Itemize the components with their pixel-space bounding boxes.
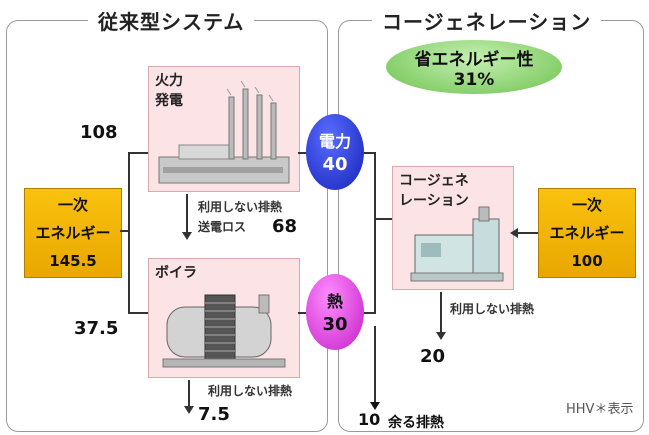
plant-loss-label-2: 送電ロス	[198, 220, 247, 234]
plant-loss-value: 68	[272, 216, 298, 237]
to-plant-connector	[128, 152, 148, 154]
heat-value: 30	[322, 314, 348, 335]
surplus-heat-label: 余る排熱	[388, 415, 444, 431]
power-output-circle: 電力 40	[306, 114, 364, 190]
surplus-heat-arrowhead	[370, 402, 380, 410]
surplus-heat-arrow	[374, 326, 376, 406]
thermal-plant-label-1: 火力	[155, 73, 183, 89]
boiler-loss-label: 利用しない排熱	[208, 384, 293, 398]
boiler-loss-arrow	[188, 380, 190, 410]
cogeneration-title: コージェネレーション	[372, 6, 602, 35]
thermal-power-plant-box: 火力 発電	[148, 66, 300, 192]
cogen-loss-label: 利用しない排熱	[450, 302, 535, 316]
power-value: 40	[322, 154, 348, 175]
cogen-loss-arrow	[440, 292, 442, 334]
cogen-loss-arrowhead	[436, 332, 446, 340]
cogeneration-icon	[410, 206, 504, 282]
boiler-loss-value: 7.5	[198, 404, 230, 425]
surplus-heat-value: 10	[358, 410, 381, 429]
power-plant-icon	[158, 80, 290, 184]
right-primary-energy-value: 100	[571, 252, 603, 270]
cogen-to-power-line	[364, 152, 376, 154]
right-input-arrowhead	[510, 228, 518, 238]
to-boiler-connector	[128, 312, 148, 314]
hhv-footnote: HHV＊表示	[566, 402, 634, 417]
boiler-box: ボイラ	[148, 258, 300, 378]
right-primary-energy-line2: エネルギー	[549, 224, 625, 242]
heat-label: 熱	[326, 292, 343, 311]
left-branch-vertical	[128, 152, 130, 314]
input-to-boiler-value: 37.5	[74, 318, 119, 339]
thermal-plant-label-2: 発電	[155, 93, 183, 109]
left-primary-energy-box: 一次 エネルギー 145.5	[24, 188, 122, 278]
cogen-label-2: レーション	[399, 193, 469, 209]
cogen-label-1: コージェネ	[399, 173, 469, 189]
plant-loss-label-1: 利用しない排熱	[198, 200, 283, 214]
heat-output-circle: 熱 30	[306, 274, 364, 350]
plant-loss-arrow	[186, 194, 188, 234]
plant-loss-arrowhead	[182, 232, 192, 240]
left-primary-energy-line1: 一次	[57, 196, 88, 214]
boiler-loss-arrowhead	[184, 406, 194, 414]
efficiency-badge: 省エネルギー性 31%	[386, 40, 562, 94]
boiler-to-heat-line	[298, 312, 306, 314]
cogeneration-unit-box: コージェネ レーション	[392, 166, 514, 290]
left-branch-stub	[120, 230, 130, 232]
left-primary-energy-line2: エネルギー	[35, 224, 111, 242]
efficiency-badge-label: 省エネルギー性	[414, 50, 534, 70]
conventional-system-title: 従来型システム	[88, 6, 255, 35]
efficiency-badge-value: 31%	[453, 70, 495, 90]
boiler-icon	[162, 294, 286, 368]
right-primary-energy-box: 一次 エネルギー 100	[538, 188, 636, 278]
cogen-loss-value: 20	[420, 346, 446, 367]
cogen-to-heat-line	[364, 312, 376, 314]
right-input-line	[512, 232, 538, 234]
left-primary-energy-value: 145.5	[49, 252, 97, 270]
boiler-label: ボイラ	[155, 265, 197, 281]
cogen-feed-line	[374, 218, 392, 220]
right-primary-energy-line1: 一次	[571, 196, 602, 214]
plant-to-power-line	[298, 152, 306, 154]
cogen-split-vertical	[374, 152, 376, 312]
power-label: 電力	[318, 132, 351, 151]
input-to-plant-value: 108	[80, 122, 118, 143]
